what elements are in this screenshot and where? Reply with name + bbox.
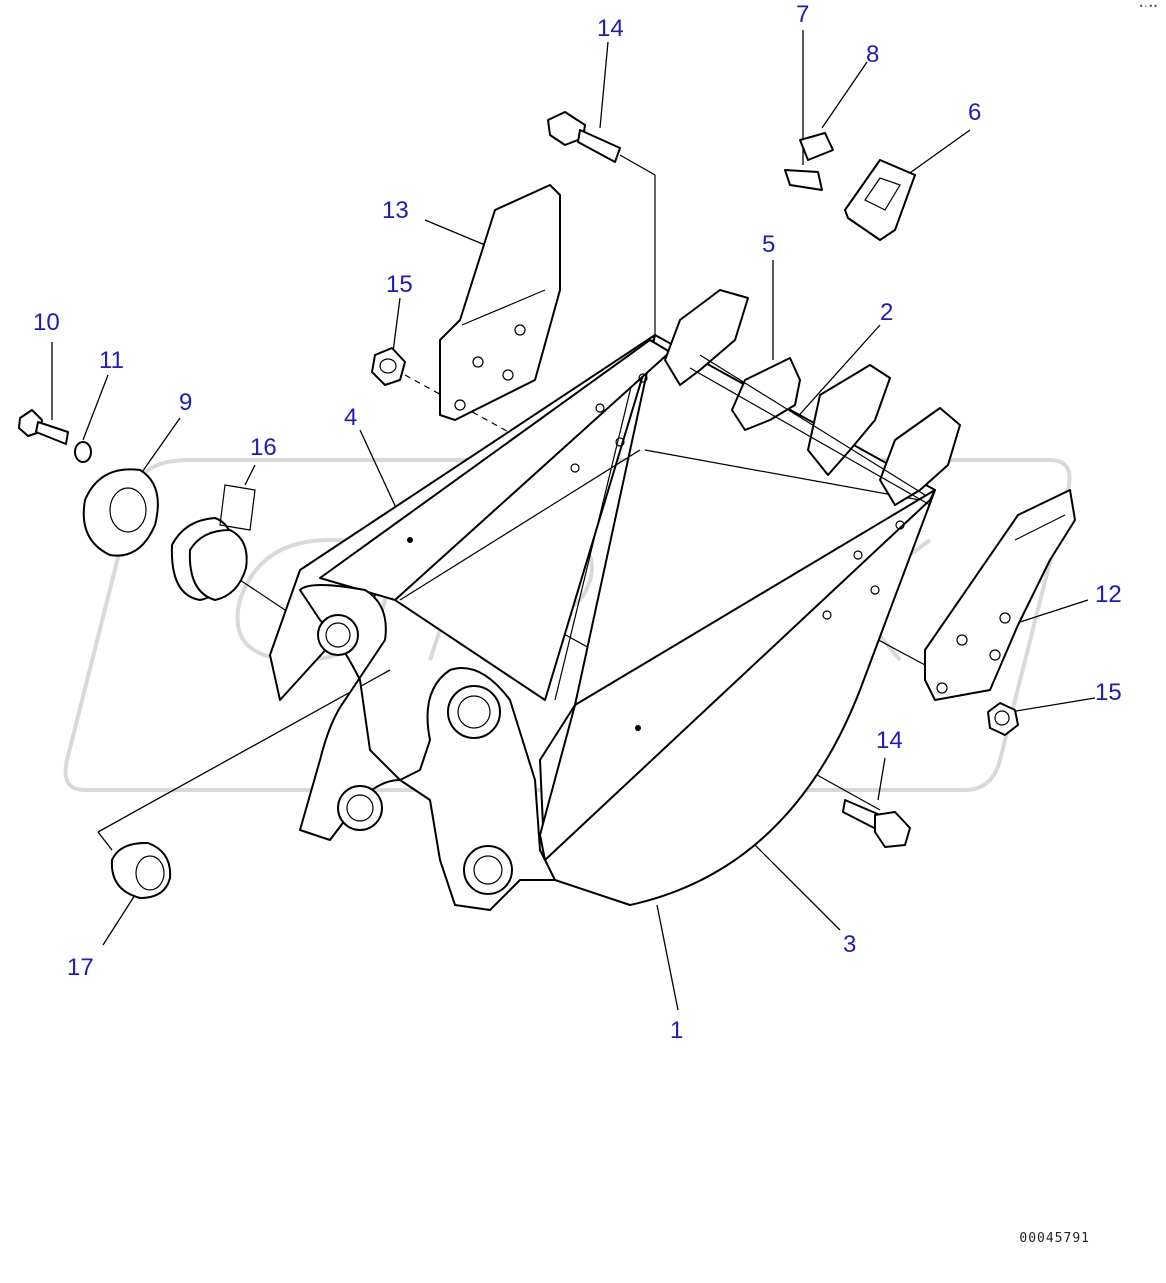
callout-10: 10 bbox=[33, 309, 60, 336]
bolt-10 bbox=[18, 409, 69, 445]
pin-7 bbox=[784, 169, 823, 191]
callout-6: 6 bbox=[968, 99, 981, 126]
callout-7: 7 bbox=[796, 1, 809, 28]
tooth-6 bbox=[844, 159, 916, 241]
callout-2: 2 bbox=[880, 299, 893, 326]
lock-8 bbox=[799, 132, 834, 161]
callout-13: 13 bbox=[382, 197, 409, 224]
side-cutter-13 bbox=[439, 184, 561, 421]
bushing-17 bbox=[110, 841, 172, 899]
callout-4: 4 bbox=[344, 404, 357, 431]
washer-11 bbox=[74, 441, 92, 463]
corner-mark: •·•• bbox=[1138, 2, 1158, 11]
callout-3: 3 bbox=[843, 931, 856, 958]
bolt-14-right bbox=[842, 799, 911, 848]
callout-12: 12 bbox=[1095, 581, 1122, 608]
side-cutter-12 bbox=[924, 489, 1076, 701]
callout-1: 1 bbox=[670, 1017, 683, 1044]
callout-8: 8 bbox=[866, 41, 879, 68]
boss-9 bbox=[82, 468, 159, 557]
document-code: 00045791 bbox=[1019, 1231, 1090, 1246]
callout-15-right: 15 bbox=[1095, 679, 1122, 706]
bolt-14-top bbox=[547, 111, 621, 163]
callout-5: 5 bbox=[762, 231, 775, 258]
callout-17: 17 bbox=[67, 954, 94, 981]
callout-9: 9 bbox=[179, 389, 192, 416]
callout-16: 16 bbox=[250, 434, 277, 461]
shims-16 bbox=[170, 484, 256, 601]
nut-15-top bbox=[371, 347, 406, 386]
callout-11: 11 bbox=[99, 347, 124, 374]
callout-15-top: 15 bbox=[386, 271, 413, 298]
bucket-body bbox=[269, 334, 936, 911]
callout-14-right: 14 bbox=[876, 727, 903, 754]
nut-15-right bbox=[987, 702, 1019, 736]
callout-numbers: 14 7 8 6 13 5 2 15 10 11 9 4 16 12 15 14… bbox=[33, 1, 1122, 1044]
teeth-adapters bbox=[664, 289, 961, 506]
callout-14-top: 14 bbox=[597, 15, 624, 42]
